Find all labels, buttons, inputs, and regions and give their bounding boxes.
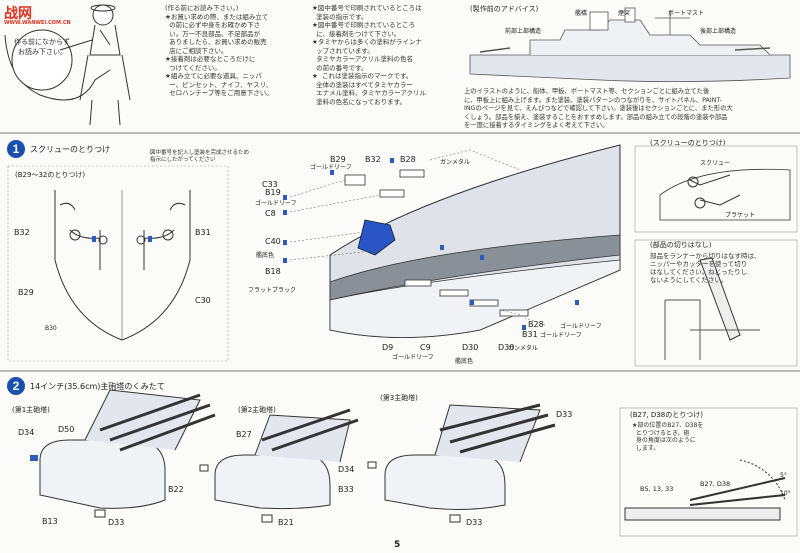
barrel-guide-text: ★部の位置のB27、D38を とりつけるとき、砲 身の角度は次のように します。 (632, 422, 704, 452)
angle-5: 5° (780, 472, 787, 479)
color-label-1: ゴールドリーフ (310, 164, 352, 171)
color-label-10: ゴールドリーフ (540, 332, 582, 339)
color-label-4: フラットブラック (248, 287, 297, 294)
color-label-8: ガンメタル (508, 345, 538, 352)
ship-side-view (469, 7, 791, 82)
advice-label-fore: 前部上部構造 (505, 28, 542, 35)
cut-box-title: (部品の切りはなし) (650, 241, 712, 249)
part-c33: C33 (262, 180, 278, 189)
color-label-6: ゴールドリーフ (560, 323, 602, 330)
intro-column-1: (作る前にお読み下さい。) ★お買い求めの際、または組み立て の前に必ず中身をお… (165, 4, 273, 97)
part-b28-bottom: B28 (528, 320, 544, 329)
t1-part-d34: D34 (18, 428, 35, 437)
turret-3-title: (第3主砲塔) (380, 394, 418, 402)
step-1-title: スクリューのとりつけ (30, 145, 111, 154)
advice-label-mast: ボートマスト (668, 10, 705, 17)
color-label-7: 艦底色 (455, 358, 474, 365)
color-label-2: 艦底色 (256, 252, 275, 259)
barrel-guide-part-2: B27, D38 (700, 480, 731, 488)
color-label-3: ガンメタル (440, 159, 470, 166)
sailor-illustration (4, 4, 131, 126)
t3-part-d33-top: D33 (556, 410, 573, 419)
intro-column-3: 上のイラストのように、船体、甲板、ボートマスト等、セクションごとに組み立てた後 … (464, 88, 733, 129)
bubble-line-1: 作る前になからず (14, 38, 70, 46)
part-b29-left: B29 (18, 288, 34, 297)
t1-part-b13: B13 (42, 517, 58, 526)
part-c30-left: C30 (195, 296, 211, 305)
part-b19: B19 (265, 188, 281, 197)
barrel-guide-title: (B27, D38のとりつけ) (630, 411, 703, 419)
watermark-logo: 战网 WWW.WANWEI.COM.CN (4, 3, 71, 29)
part-b29: B29 (330, 155, 346, 164)
screw-box-title: (スクリューのとりつけ) (650, 139, 726, 147)
part-b18: B18 (265, 267, 281, 276)
angle-10: 10° (780, 490, 791, 497)
cutting-detail (634, 239, 798, 367)
part-b32: B32 (365, 155, 381, 164)
part-c9: C9 (420, 343, 431, 352)
part-d9: D9 (382, 343, 394, 352)
turret-3-drawing (367, 403, 556, 523)
turret-2-drawing (199, 408, 359, 523)
turret-1-drawing (30, 389, 216, 518)
part-b28-top: B28 (400, 155, 416, 164)
logo-subtext: WWW.WANWEI.COM.CN (4, 20, 71, 26)
t2-part-b22: B22 (168, 485, 184, 494)
step-1-number: 1 (7, 140, 25, 158)
t3-part-d33-bottom: D33 (466, 518, 483, 527)
bracket-label: ブラケット (725, 212, 756, 219)
color-label-9: ゴールドリーフ (392, 354, 434, 361)
step-1-sub: (B29〜32のとりつけ) (15, 171, 86, 179)
color-label-5: ゴールドリーフ (255, 200, 297, 207)
turret-2-title: (第2主砲塔) (238, 406, 276, 414)
part-d30-2: D30 (498, 343, 515, 352)
screw-label: スクリュー (700, 160, 731, 167)
part-b31-left: B31 (195, 228, 211, 237)
barrel-angle-guide (619, 407, 798, 537)
hull-bottom-view (7, 165, 229, 362)
step-2-title: 14インチ(35.6cm)主砲塔のくみたて (30, 382, 165, 391)
part-b30-left: B30 (45, 325, 57, 332)
advice-title: (製作前のアドバイス) (470, 5, 539, 13)
screw-detail (634, 145, 798, 233)
bubble-line-2: お読み下さい。 (18, 48, 67, 56)
intro-column-2: ★図中番号で印刷されているところは 塗装の指示です。 ★図中番号で印刷されている… (312, 4, 427, 106)
step-2-number: 2 (7, 377, 25, 395)
t3-part-d34: D34 (338, 465, 355, 474)
barrel-guide-part-1: B5, 13, 33 (640, 485, 674, 493)
t2-part-b27: B27 (236, 430, 252, 439)
page-number: 5 (394, 540, 401, 550)
advice-label-aft: 後部上部構造 (700, 28, 737, 35)
advice-label-funnel: 煙突 (618, 10, 631, 17)
advice-label-bridge: 艦橋 (575, 10, 588, 17)
part-c40: C40 (265, 237, 281, 246)
part-b31: B31 (522, 330, 538, 339)
part-b32-left: B32 (14, 228, 30, 237)
hull-stern-view (283, 144, 621, 338)
logo-text: 战网 (4, 6, 32, 22)
t1-part-d50: D50 (58, 425, 75, 434)
t2-part-b21: B21 (278, 518, 294, 527)
t1-part-d33: D33 (108, 518, 125, 527)
part-d30-1: D30 (462, 343, 479, 352)
turret-1-title: (第1主砲塔) (12, 406, 50, 414)
t3-part-b33: B33 (338, 485, 354, 494)
cut-box-text: 部品をランナーから切りはなす時は、 ニッパーやカッターを使って切り はなしてくだ… (650, 252, 761, 284)
step-1-note: 図中番号を記入し塗装を完成させるため 指示にしたがってください (150, 150, 250, 163)
part-c8: C8 (265, 209, 276, 218)
